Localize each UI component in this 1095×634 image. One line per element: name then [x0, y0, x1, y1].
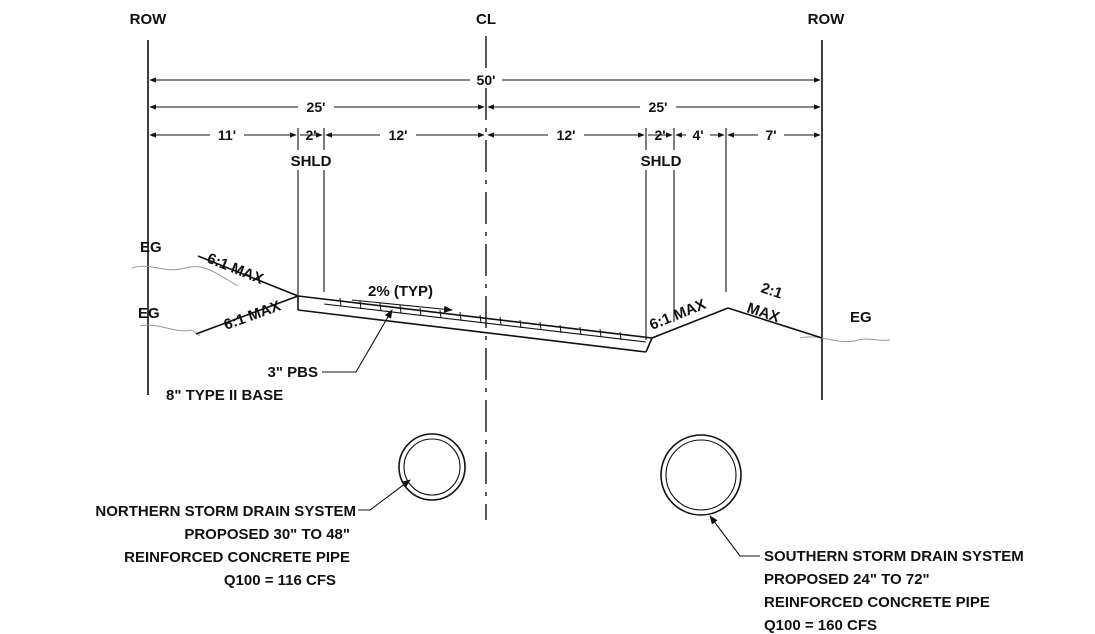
- northern-drain-line2: PROPOSED 30" TO 48": [184, 526, 350, 543]
- dim-12-left-label: 12': [389, 127, 408, 143]
- eg-top-left-label: EG: [140, 239, 162, 256]
- eg-bottom-left-label: EG: [138, 305, 160, 322]
- pavement-surface: [297, 295, 653, 339]
- cut-slope-2to1: [727, 307, 823, 339]
- dim-12-right-label: 12': [557, 127, 576, 143]
- southern-drain-line3: REINFORCED CONCRETE PIPE: [764, 594, 990, 611]
- road-profile: [195, 255, 823, 353]
- dim-total-label: 50': [477, 72, 496, 88]
- northern-drain-line3: REINFORCED CONCRETE PIPE: [124, 549, 350, 566]
- slope-bottom-left-label: 6:1 MAX: [222, 298, 283, 334]
- northern-drain-line4: Q100 = 116 CFS: [224, 572, 336, 589]
- eg-right-label: EG: [850, 309, 872, 326]
- fill-slope-bottom: [195, 295, 299, 335]
- southern-drain-line2: PROPOSED 24" TO 72": [764, 571, 930, 588]
- fill-slope-top: [197, 255, 299, 297]
- pavement-hatch: [339, 297, 622, 341]
- base-label: 8" TYPE II BASE: [166, 387, 283, 404]
- northern-pipe-leader: [358, 479, 411, 511]
- northern-drain-line1: NORTHERN STORM DRAIN SYSTEM: [95, 503, 356, 520]
- dim-label-masks: [210, 72, 784, 143]
- dim-7-label: 7': [765, 127, 776, 143]
- pavement-leader: [322, 309, 393, 373]
- dim-2-left-label: 2': [305, 127, 316, 143]
- slope-top-left-label: 6:1 MAX: [205, 250, 266, 288]
- cut-slope-6to1: [651, 307, 729, 339]
- cross-slope-label: 2% (TYP): [368, 283, 433, 300]
- southern-pipe-leader: [709, 515, 760, 557]
- dim-half-left-label: 25': [307, 99, 326, 115]
- dim-2-right-label: 2': [654, 127, 665, 143]
- southern-pipe-icon: [660, 434, 742, 516]
- slope-right-outer-label-2: MAX: [745, 300, 782, 326]
- centerline-label: CL: [476, 11, 496, 28]
- northern-pipe-icon: [398, 433, 466, 501]
- dim-11-label: 11': [218, 127, 236, 143]
- southern-drain-line1: SOUTHERN STORM DRAIN SYSTEM: [764, 548, 1024, 565]
- southern-drain-line4: Q100 = 160 CFS: [764, 617, 877, 634]
- shoulder-left-label: SHLD: [291, 153, 332, 170]
- base-bottom: [297, 309, 647, 353]
- pavement-label: 3" PBS: [268, 364, 318, 381]
- existing-ground-marks: [131, 265, 891, 343]
- slope-right-outer-label-1: 2:1: [759, 280, 785, 303]
- shoulder-right-label: SHLD: [641, 153, 682, 170]
- dim-half-right-label: 25': [649, 99, 668, 115]
- row-left-label: ROW: [130, 11, 168, 28]
- cross-slope-arrow: [351, 299, 453, 313]
- dim-4-label: 4': [692, 127, 703, 143]
- row-right-label: ROW: [808, 11, 846, 28]
